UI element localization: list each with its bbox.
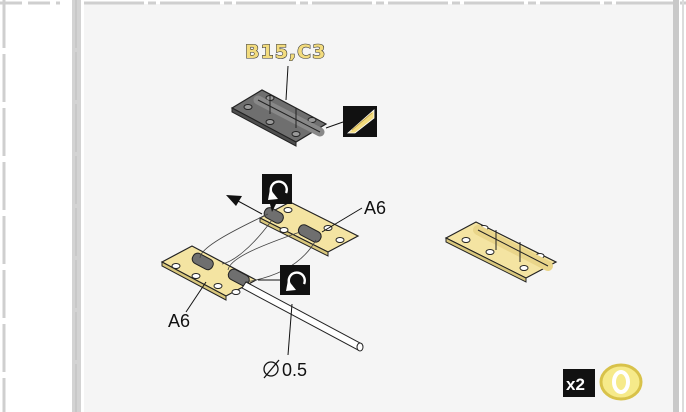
callout-lower-hinge: A6 bbox=[168, 311, 190, 331]
extraction-arrow bbox=[226, 195, 263, 215]
rotate-arrow-icon bbox=[280, 265, 310, 295]
steel-hinge bbox=[230, 89, 328, 147]
part-reference-label: B15,C3 bbox=[245, 41, 326, 63]
callout-lower-leader bbox=[185, 281, 207, 313]
quantity-multiplier: x2 bbox=[566, 375, 585, 394]
callout-upper-leader bbox=[321, 207, 363, 233]
callout-upper-hinge: A6 bbox=[364, 198, 386, 218]
part-reference-leader bbox=[285, 65, 289, 101]
lower-hinge-leaf bbox=[160, 245, 258, 301]
finished-hinge bbox=[444, 221, 558, 283]
wire-leader bbox=[287, 303, 293, 356]
rotate-arrow-icon bbox=[262, 174, 292, 212]
quantity-badge: x2 bbox=[563, 369, 595, 397]
knife-cut-icon bbox=[343, 106, 377, 137]
callout-wire-diameter: 0.5 bbox=[282, 360, 307, 380]
knife-leader bbox=[325, 121, 344, 129]
wire-rod bbox=[241, 281, 364, 352]
alignment-guides bbox=[199, 213, 317, 283]
diameter-icon bbox=[263, 359, 280, 379]
ring-marker-icon bbox=[599, 363, 643, 401]
upper-hinge-leaf bbox=[258, 201, 360, 257]
